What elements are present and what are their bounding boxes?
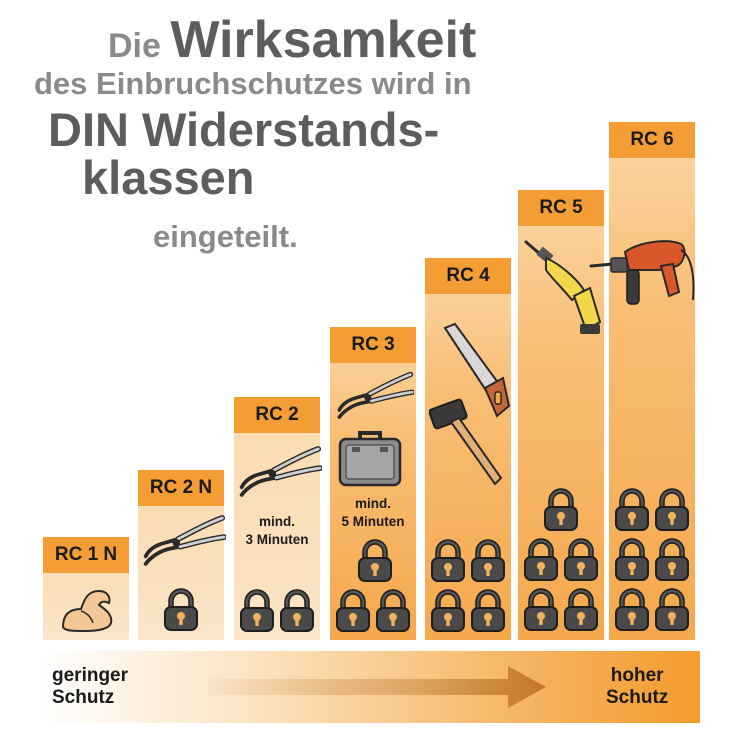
duration-note-line-1: mind. <box>355 496 391 511</box>
pliers-icon <box>236 441 322 499</box>
padlock-icon <box>523 588 559 632</box>
low-protection-line-1: geringer <box>52 665 129 686</box>
duration-note-line-1: mind. <box>259 514 295 529</box>
title-word-wirksamkeit: Wirksamkeit <box>170 11 477 69</box>
cordless-drill-icon <box>524 240 602 334</box>
padlock-icon <box>239 589 275 633</box>
padlock-icon <box>654 588 690 632</box>
saw-icon <box>443 322 511 418</box>
class-column-rc5: RC 5 <box>518 190 604 640</box>
hammer-drill-icon <box>589 240 695 305</box>
padlock-icon <box>335 589 371 633</box>
pliers-icon <box>334 367 414 421</box>
hammer-icon <box>429 398 503 486</box>
class-column-rc2n: RC 2 N <box>138 470 224 640</box>
title-line-2: des Einbruchschutzes wird in <box>34 66 472 101</box>
class-column-rc4: RC 4 <box>425 258 511 640</box>
padlock-icon <box>614 488 650 532</box>
class-column-rc1n: RC 1 N <box>43 537 129 640</box>
arrow-right-icon <box>208 666 546 708</box>
padlock-icon <box>357 539 393 583</box>
class-label: RC 4 <box>425 258 511 294</box>
low-protection-line-2: Schutz <box>52 687 115 708</box>
class-label: RC 3 <box>330 327 416 363</box>
low-protection-label: geringer Schutz <box>52 665 128 709</box>
class-label: RC 2 N <box>138 470 224 506</box>
title-line-3: DIN Widerstands- <box>48 103 440 156</box>
pliers-icon <box>140 510 226 568</box>
padlock-icon <box>523 538 559 582</box>
duration-note: mind. 3 Minuten <box>234 513 320 549</box>
duration-note: mind. 5 Minuten <box>330 495 416 531</box>
class-label: RC 2 <box>234 397 320 433</box>
class-column-rc2: RC 2 mind. 3 Minuten <box>234 397 320 640</box>
padlock-icon <box>430 539 466 583</box>
padlock-icon <box>614 588 650 632</box>
high-protection-label: hoher Schutz <box>606 665 668 709</box>
title-line-5: eingeteilt. <box>153 219 298 254</box>
padlock-icon <box>470 589 506 633</box>
padlock-icon <box>654 488 690 532</box>
padlock-icon <box>279 589 315 633</box>
class-column-rc3: RC 3 mind. 5 Minuten <box>330 327 416 640</box>
high-protection-line-1: hoher <box>610 665 664 686</box>
toolbox-icon <box>338 431 402 487</box>
high-protection-line-2: Schutz <box>606 687 669 708</box>
padlock-icon <box>563 588 599 632</box>
padlock-icon <box>470 539 506 583</box>
duration-note-line-2: 3 Minuten <box>245 532 309 547</box>
title-word-die: Die <box>108 27 161 65</box>
padlock-icon <box>563 538 599 582</box>
padlock-icon <box>375 589 411 633</box>
duration-note-line-2: 5 Minuten <box>341 514 405 529</box>
padlock-icon <box>543 488 579 532</box>
class-label: RC 5 <box>518 190 604 226</box>
class-label: RC 6 <box>609 122 695 158</box>
padlock-icon <box>163 588 199 632</box>
title-line-1: Die Wirksamkeit <box>108 14 476 66</box>
padlock-icon <box>614 538 650 582</box>
flexed-arm-icon <box>61 589 113 633</box>
padlock-icon <box>654 538 690 582</box>
title-line-4: klassen <box>82 151 255 204</box>
padlock-icon <box>430 589 466 633</box>
class-column-rc6: RC 6 <box>589 122 695 640</box>
class-label: RC 1 N <box>43 537 129 573</box>
